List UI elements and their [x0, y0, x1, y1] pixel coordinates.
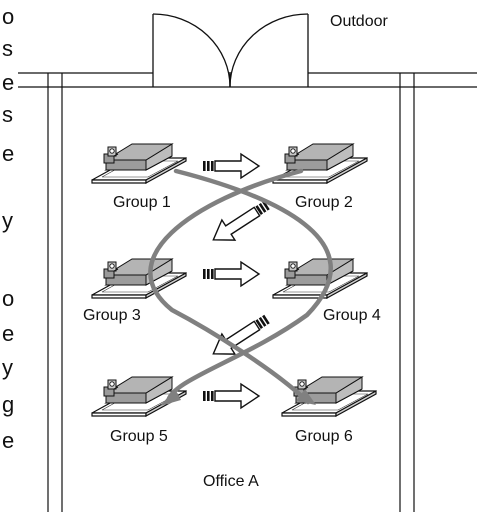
- rotation-arrow-icon: [202, 261, 260, 287]
- margin-letter: e: [2, 321, 15, 346]
- margin-letter: e: [2, 141, 15, 166]
- outdoor-label: Outdoor: [330, 13, 388, 30]
- indoor-unit-icon: [281, 376, 377, 417]
- margin-letter: s: [2, 36, 13, 61]
- group-label: Group 5: [110, 428, 168, 445]
- rotation-arrow-icon: [202, 153, 260, 179]
- margin-letter: o: [2, 286, 15, 311]
- rotation-arrow-icon: [202, 383, 260, 409]
- group-label: Group 6: [295, 428, 353, 445]
- margin-letter: y: [2, 208, 13, 233]
- margin-letter: s: [2, 102, 13, 127]
- margin-letter: o: [2, 4, 15, 29]
- margin-letter: y: [2, 355, 13, 380]
- indoor-unit-icon: [91, 258, 187, 299]
- group-label: Group 2: [295, 194, 353, 211]
- margin-letter: e: [2, 428, 15, 453]
- double-door-icon: [152, 13, 309, 88]
- indoor-unit-icon: [272, 258, 368, 299]
- room-label: Office A: [203, 473, 259, 490]
- group-label: Group 4: [323, 307, 381, 324]
- swap-path: [148, 168, 333, 405]
- margin-letter: g: [2, 392, 15, 417]
- margin-letter: e: [2, 70, 15, 95]
- group-label: Group 3: [83, 307, 141, 324]
- indoor-unit-icon: [91, 143, 187, 184]
- group-label: Group 1: [113, 194, 171, 211]
- building-walls: [18, 72, 477, 512]
- swap-arrowhead-icon: [296, 389, 316, 405]
- swap-arrowhead-icon: [160, 389, 181, 406]
